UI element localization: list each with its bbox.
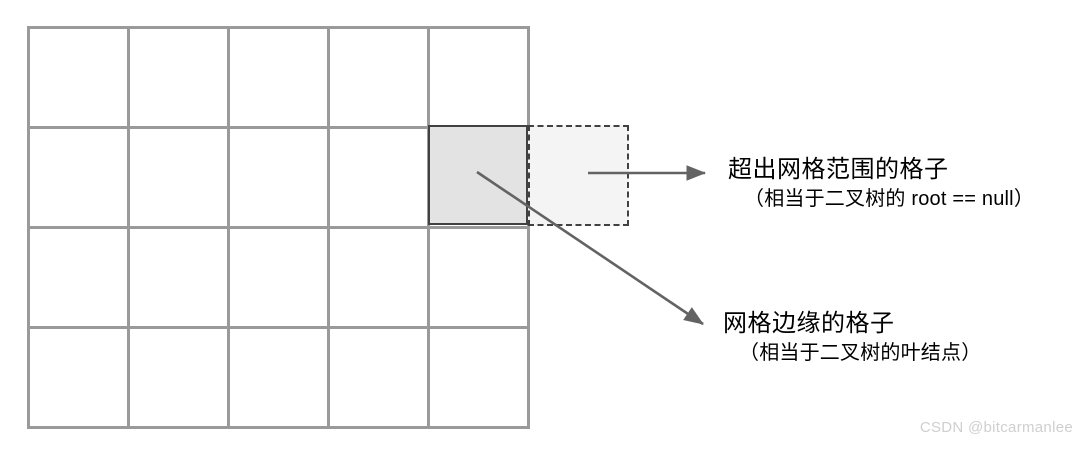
grid-line-vertical (527, 26, 530, 429)
grid-line-horizontal (27, 426, 530, 429)
grid-line-vertical (327, 26, 330, 429)
grid-line-vertical (427, 26, 430, 429)
grid-line-horizontal (27, 326, 530, 329)
callout-edge-cell-title: 网格边缘的格子 (723, 310, 895, 337)
grid-edge-cell (428, 125, 528, 225)
grid-line-horizontal (27, 226, 530, 229)
grid-line-vertical (27, 26, 30, 429)
watermark: CSDN @bitcarmanlee (919, 419, 1073, 436)
grid-line-vertical (127, 26, 130, 429)
callout-edge-cell-subtitle: （相当于二叉树的叶结点） (739, 342, 982, 364)
grid (27, 26, 530, 429)
grid-line-horizontal (27, 126, 530, 129)
grid-line-vertical (227, 26, 230, 429)
callout-out-of-bounds: 超出网格范围的格子 （相当于二叉树的 root == null） (728, 155, 1034, 213)
callout-out-of-bounds-subtitle: （相当于二叉树的 root == null） (744, 188, 1035, 210)
out-of-bounds-cell (528, 125, 629, 226)
callout-edge-cell: 网格边缘的格子 （相当于二叉树的叶结点） (723, 309, 981, 367)
callout-out-of-bounds-title: 超出网格范围的格子 (728, 156, 949, 183)
grid-line-horizontal (27, 26, 530, 29)
